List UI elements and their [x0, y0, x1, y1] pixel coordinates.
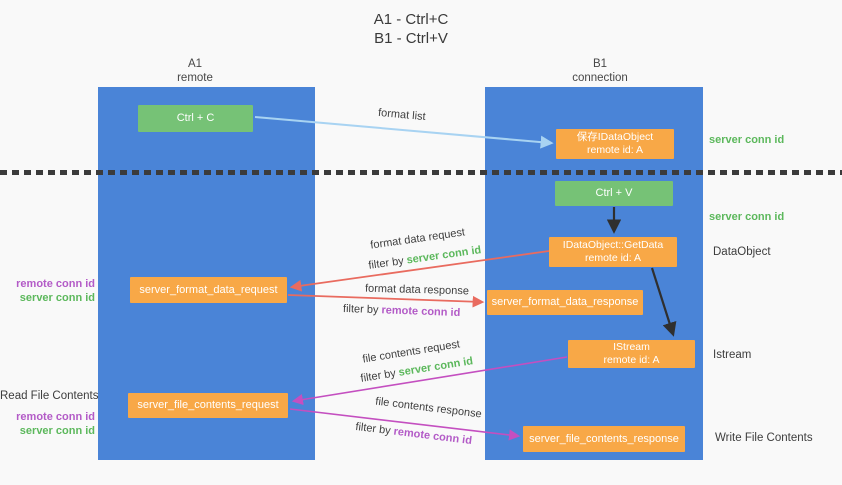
server-file-contents-response-node: server_file_contents_response — [523, 426, 685, 452]
server-file-contents-request-label: server_file_contents_request — [137, 399, 279, 411]
istream-title: IStream — [613, 341, 650, 353]
left-column-header: A1 remote — [135, 57, 255, 85]
left-column-name: A1 — [187, 58, 203, 70]
getdata-remote-id: remote id: A — [584, 252, 642, 264]
format-data-request-arrow — [289, 250, 550, 292]
diagram-title: A1 - Ctrl+C B1 - Ctrl+V — [336, 10, 486, 48]
file-contents-response-arrow — [289, 408, 521, 441]
remote-conn-id-label: remote conn id — [16, 411, 95, 423]
left-conn-id-group-top: remote conn id server conn id — [0, 278, 95, 305]
format-data-response-arrow — [287, 294, 485, 308]
server-file-contents-response-label: server_file_contents_response — [529, 432, 679, 445]
server-conn-id-label: server conn id — [19, 424, 95, 437]
right-column-name: B1 — [592, 58, 608, 70]
server-file-contents-request-node: server_file_contents_request — [128, 393, 288, 418]
remote-conn-id-label: remote conn id — [16, 278, 95, 290]
getdata-title: IDataObject::GetData — [562, 239, 664, 251]
ctrl-v-label: Ctrl + V — [595, 187, 633, 199]
server-conn-id-label: server conn id — [19, 291, 95, 304]
idataobject-getdata-node: IDataObject::GetData remote id: A — [549, 237, 677, 267]
dataobject-label: DataObject — [713, 246, 771, 258]
filter-by-text: filter by — [342, 302, 379, 317]
left-conn-id-group-bottom: Read File Contents remote conn id server… — [0, 389, 99, 438]
server-format-data-response-label: server_format_data_response — [491, 296, 639, 308]
right-column-header: B1 connection — [540, 57, 660, 85]
write-file-contents-label: Write File Contents — [715, 432, 813, 444]
ctrl-v-node: Ctrl + V — [555, 181, 673, 206]
istream-node: IStream remote id: A — [568, 340, 695, 368]
server-format-data-request-label: server_format_data_request — [139, 283, 278, 296]
save-idataobject-title: 保存IDataObject — [576, 131, 654, 143]
istream-side-label: Istream — [713, 349, 752, 361]
format-list-arrow — [254, 116, 554, 149]
istream-remote-id: remote id: A — [603, 354, 660, 366]
save-idataobject-remote-id: remote id: A — [586, 144, 644, 156]
file-contents-request-arrow — [291, 356, 568, 406]
title-line-2: B1 - Ctrl+V — [374, 30, 448, 47]
section-divider-dotted-line — [0, 170, 842, 175]
ctrl-c-label: Ctrl + C — [176, 112, 215, 124]
server-conn-id-mid-label: server conn id — [709, 211, 785, 223]
save-idataobject-node: 保存IDataObject remote id: A — [556, 129, 674, 159]
server-format-data-response-node: server_format_data_response — [487, 290, 643, 315]
right-column-subtitle: connection — [572, 72, 628, 84]
read-file-contents-label: Read File Contents — [0, 390, 99, 402]
getdata-to-istream-arrow — [650, 267, 677, 337]
title-line-1: A1 - Ctrl+C — [373, 11, 449, 28]
ctrl-c-node: Ctrl + C — [138, 105, 253, 132]
server-conn-id-top-label: server conn id — [709, 134, 785, 146]
server-format-data-request-node: server_format_data_request — [130, 277, 287, 303]
left-column-subtitle: remote — [177, 72, 213, 84]
